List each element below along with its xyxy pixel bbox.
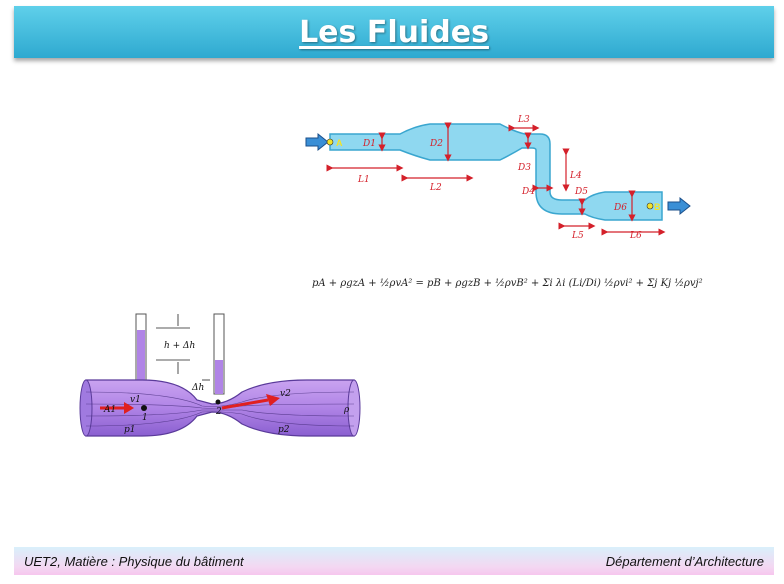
label-d2: D2: [429, 139, 443, 149]
label-l6: L6: [629, 231, 642, 238]
label-a: A: [336, 138, 343, 148]
label-rho: ρ: [343, 405, 350, 415]
point-b-marker: [646, 202, 654, 210]
label-a1: A1: [103, 405, 116, 415]
footer-department: Département d’Architecture: [605, 553, 764, 569]
bernoulli-equation: pA + ρgzA + ½ρvA² = pB + ρgzB + ½ρvB² + …: [312, 277, 703, 289]
label-n1: 1: [142, 413, 148, 423]
flow-arrow-2-icon: [221, 398, 269, 410]
footer-course: UET2, Matière : Physique du bâtiment: [24, 553, 244, 569]
label-d4: D4: [521, 187, 535, 197]
label-d1: D1: [362, 139, 376, 149]
label-d6: D6: [613, 203, 627, 213]
label-l3: L3: [517, 115, 530, 125]
label-height: h + Δh: [164, 341, 195, 351]
label-d3: D3: [517, 163, 531, 173]
label-l4: L4: [569, 171, 582, 181]
pipe-body: [329, 123, 663, 221]
inlet-arrow-icon: [305, 132, 329, 152]
label-l2: L2: [429, 183, 442, 193]
label-p2: p2: [278, 425, 290, 435]
label-p1: p1: [124, 425, 136, 435]
label-delta-h: Δh: [191, 383, 204, 393]
venturi-tube-diagram: h + Δh Δh A1 v1 p1 1 v2 p2 2 ρ: [79, 313, 361, 437]
label-l1: L1: [357, 175, 370, 185]
point-a-marker: [326, 138, 334, 146]
label-v2: v2: [280, 389, 291, 399]
slide-title: Les Fluides: [299, 14, 489, 50]
pipe-network-diagram: A B D1 D2 D3 D4 D5 D6 L1 L2 L3 L4 L5 L6: [305, 115, 691, 238]
label-d5: D5: [574, 187, 588, 197]
title-bar: Les Fluides: [14, 6, 774, 58]
label-b: B: [654, 202, 661, 212]
label-v1: v1: [130, 395, 141, 405]
label-n2: 2: [215, 407, 222, 417]
label-l5: L5: [571, 231, 584, 238]
outlet-arrow-icon: [667, 196, 691, 216]
footer: UET2, Matière : Physique du bâtiment Dép…: [14, 547, 774, 575]
